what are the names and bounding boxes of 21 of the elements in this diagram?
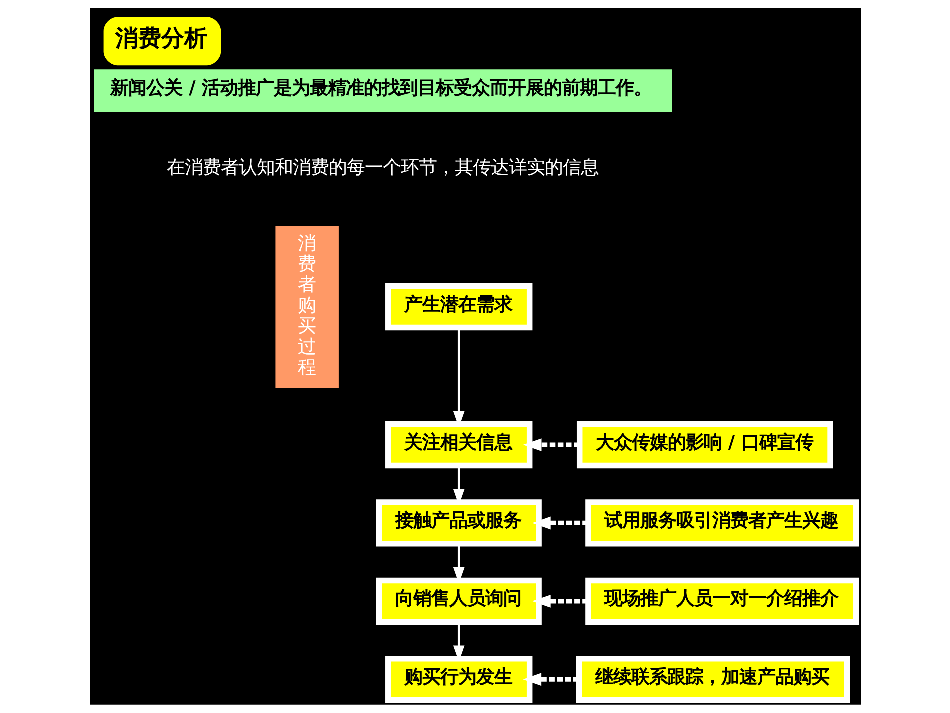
node-box: 现场推广人员一对一介绍推介 xyxy=(585,578,859,625)
arrow xyxy=(522,673,579,686)
node-box: 购买行为发生 xyxy=(385,656,532,704)
node-box: 新闻公关 / 活动推广是为最精准的找到目标受众而开展的前期工作。 xyxy=(94,70,672,112)
node-box: 大众传媒的影响 / 口碑宣传 xyxy=(576,421,833,469)
node-box: 产生潜在需求 xyxy=(385,283,532,331)
node-box: 继续联系跟踪，加速产品购买 xyxy=(576,656,850,704)
arrow xyxy=(452,544,464,584)
arrow xyxy=(532,516,588,530)
arrow xyxy=(452,466,464,506)
arrow xyxy=(452,622,464,662)
label: 在消费者认知和消费的每一个环节，其传达详实的信息 xyxy=(166,157,599,178)
arrow xyxy=(532,594,588,608)
node-box: 消费者购买过程 xyxy=(275,226,338,388)
arrow xyxy=(522,438,580,452)
node-box: 接触产品或服务 xyxy=(376,500,542,547)
node-box: 关注相关信息 xyxy=(385,421,532,469)
node-box: 向销售人员询问 xyxy=(376,578,542,625)
arrow xyxy=(452,328,464,428)
diagram-title: 消费分析 xyxy=(114,26,207,52)
node-box: 试用服务吸引消费者产生兴趣 xyxy=(585,500,859,547)
